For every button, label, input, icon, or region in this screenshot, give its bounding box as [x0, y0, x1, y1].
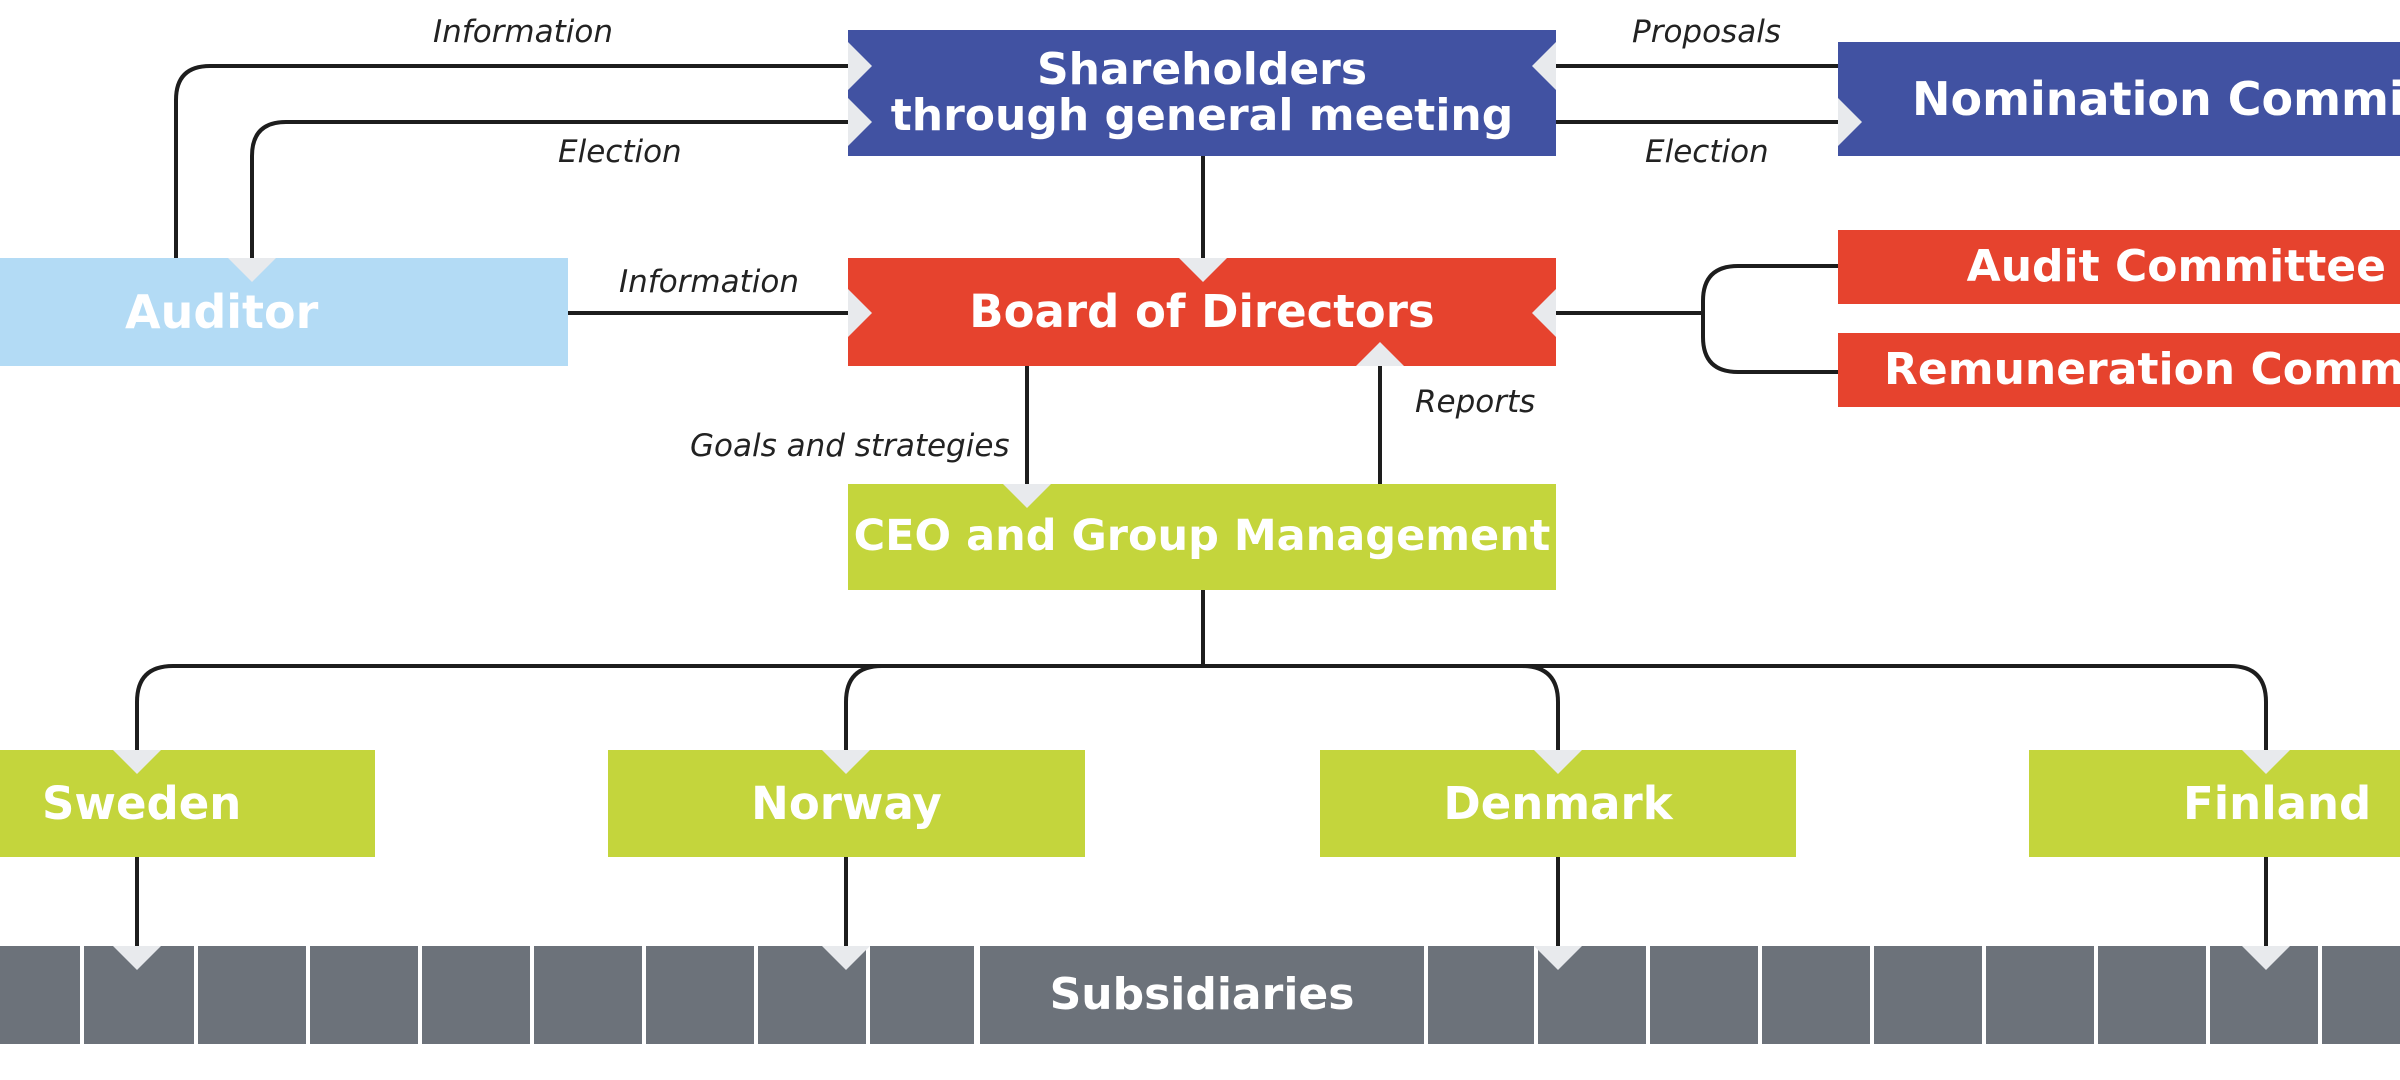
subsidiary-cell [0, 946, 80, 1044]
line-committees-bracket [1701, 264, 1838, 374]
arrowhead [848, 289, 872, 337]
auditor-label: Auditor [125, 284, 319, 339]
arrowhead [1356, 342, 1404, 366]
nomination-committee-label: Nomination Committee [1912, 71, 2400, 126]
arrowhead [1534, 946, 1582, 970]
shareholders-title: Shareholders [1036, 43, 1368, 95]
arrowhead [228, 258, 276, 282]
subsidiary-cell [1874, 946, 1982, 1044]
arrowhead [1838, 98, 1862, 146]
arrowhead [2242, 946, 2290, 970]
subsidiary-cell [198, 946, 306, 1044]
line-info-auditor-shareholders [174, 64, 848, 258]
arrowhead [1003, 484, 1051, 508]
shareholders-box: Shareholders through general meeting [848, 30, 1556, 156]
subsidiary-cell [1650, 946, 1758, 1044]
country-box-sweden: Sweden [0, 750, 375, 857]
line-to-norway [844, 664, 883, 750]
subsidiary-cell [310, 946, 418, 1044]
label-proposals: Proposals [1632, 14, 1781, 50]
nomination-committee-box: Nomination Committee [1838, 42, 2400, 156]
ceo-group-management-box: CEO and Group Management [848, 484, 1556, 590]
subsidiary-cell [646, 946, 754, 1044]
subsidiaries-label: Subsidiaries [1049, 968, 1355, 1020]
subsidiary-cell [1428, 946, 1534, 1044]
label-information-middle: Information [619, 264, 799, 300]
arrowhead [822, 946, 870, 970]
arrowhead [1532, 42, 1556, 90]
arrowhead [1179, 258, 1227, 282]
board-of-directors-label: Board of Directors [969, 285, 1435, 339]
label-reports: Reports [1415, 384, 1536, 420]
country-label-sweden: Sweden [42, 776, 242, 830]
country-label-denmark: Denmark [1443, 776, 1673, 830]
remuneration-committee-label: Remuneration Committee [1884, 343, 2400, 395]
subsidiary-cell [2098, 946, 2206, 1044]
subsidiary-cell [870, 946, 974, 1044]
label-goals-and-strategies: Goals and strategies [690, 428, 1010, 464]
remuneration-committee-box: Remuneration Committee [1838, 333, 2400, 407]
country-label-finland: Finland [2183, 776, 2372, 830]
ceo-group-management-label: CEO and Group Management [853, 511, 1551, 562]
country-label-norway: Norway [751, 776, 942, 830]
subsidiaries-label-box: Subsidiaries [980, 946, 1424, 1044]
arrowhead [1532, 289, 1556, 337]
arrowhead [848, 42, 872, 90]
line-countries-bus [135, 664, 2268, 750]
line-to-denmark [1521, 664, 1560, 750]
label-information-top: Information [433, 14, 613, 50]
line-election-shareholders-auditor [250, 120, 848, 258]
subsidiary-cell [422, 946, 530, 1044]
arrowhead [113, 946, 161, 970]
subsidiary-cell [980, 946, 1424, 1044]
country-box-finland: Finland [2029, 750, 2400, 857]
arrowhead [2242, 750, 2290, 774]
audit-committee-box: Audit Committee [1838, 230, 2400, 304]
arrowhead [848, 98, 872, 146]
subsidiary-cell [534, 946, 642, 1044]
arrowhead [822, 750, 870, 774]
label-election-right: Election [1645, 134, 1769, 170]
subsidiary-cell [1762, 946, 1870, 1044]
label-election-left: Election [558, 134, 682, 170]
subsidiary-cell [1986, 946, 2094, 1044]
audit-committee-label: Audit Committee [1966, 240, 2386, 292]
shareholders-subtitle: through general meeting [890, 90, 1514, 141]
auditor-box: Auditor [0, 258, 568, 366]
subsidiary-cell [2322, 946, 2400, 1044]
arrowhead [1534, 750, 1582, 774]
arrowhead [113, 750, 161, 774]
